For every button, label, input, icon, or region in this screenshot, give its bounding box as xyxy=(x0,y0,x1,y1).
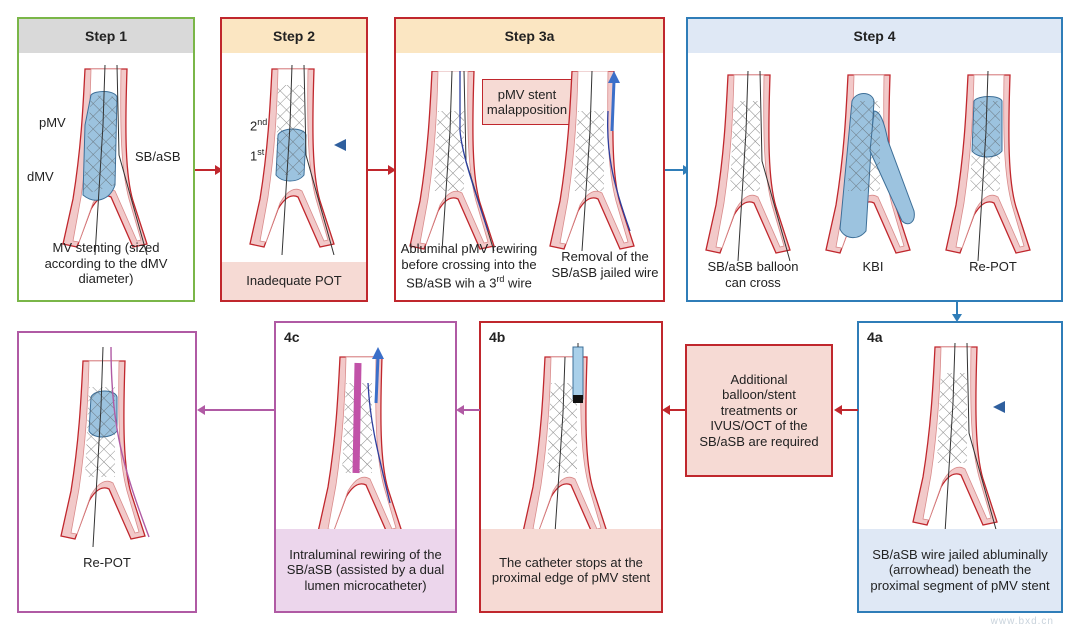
label-sb: SB/aSB xyxy=(135,149,181,164)
arrow-4b-to-4c xyxy=(456,405,480,415)
step4-caption-cross: SB/aSB balloon can cross xyxy=(707,259,799,290)
step2-panel: Step 2 2nd 1st Inadequate POT xyxy=(220,17,368,302)
up-arrow-icon xyxy=(372,347,384,359)
step4a-panel: 4a SB/aSB wire jailed abluminally (arrow… xyxy=(857,321,1063,613)
step3a-caption-right: Removal of the SB/aSB jailed wire xyxy=(551,249,659,280)
step3a-illustration-right xyxy=(549,71,635,251)
step4-caption-kbi: KBI xyxy=(862,259,884,274)
microcatheter-icon xyxy=(352,362,362,474)
arrow-step4-to-4a xyxy=(952,300,962,322)
step4a-caption: SB/aSB wire jailed abluminally (arrowhea… xyxy=(859,529,1061,611)
step4a-caption-text: SB/aSB wire jailed abluminally (arrowhea… xyxy=(870,546,1050,593)
step4-title: Step 4 xyxy=(853,28,896,44)
final-illustration xyxy=(60,347,150,547)
step1-panel: Step 1 pMV dMV SB/aSB MV stenting (sized… xyxy=(17,17,195,302)
step3a-header: Step 3a xyxy=(396,19,663,53)
label-1st-sup: st xyxy=(257,147,265,157)
arrowhead-icon xyxy=(334,139,346,151)
arrow-step1-to-step2 xyxy=(195,165,223,175)
step4a-illustration xyxy=(912,343,1005,533)
label-pmv: pMV xyxy=(39,115,66,130)
step2-illustration xyxy=(249,65,346,255)
step1-caption: MV stenting (sized according to the dMV … xyxy=(44,240,168,286)
arrowhead-icon xyxy=(993,401,1005,413)
step4-caption-repot: Re-POT xyxy=(969,259,1017,274)
additional-treatment-box: Additional balloon/stent treatments or I… xyxy=(685,344,833,477)
step3a-caption-left: Abluminal pMV rewiring before crossing i… xyxy=(396,241,542,291)
step4b-panel: 4b The catheter stops at the proximal ed… xyxy=(479,321,663,613)
arrow-4a-to-additional xyxy=(834,405,858,415)
step4b-caption: The catheter stops at the proximal edge … xyxy=(481,529,661,611)
step4-illustration-kbi xyxy=(825,74,915,254)
final-panel: Re-POT xyxy=(17,331,197,613)
step4c-caption: Intraluminal rewiring of the SB/aSB (ass… xyxy=(276,529,455,611)
label-dmv: dMV xyxy=(27,169,54,184)
final-caption: Re-POT xyxy=(83,555,131,570)
step4-panel: Step 4 SB/aSB balloon can cross KBI Re-P… xyxy=(686,17,1063,302)
catheter-icon xyxy=(572,346,584,400)
step3a-panel: Step 3a pMV stent malapposition Ablumina… xyxy=(394,17,665,302)
step3a-illustration-left xyxy=(409,71,495,251)
step3a-caption-left-end: wire xyxy=(504,275,532,291)
step1-illustration xyxy=(62,65,148,255)
label-2nd: 2nd xyxy=(250,117,267,133)
arrow-4c-to-final xyxy=(197,405,275,415)
arrow-additional-to-4b xyxy=(662,405,686,415)
step4c-illustration xyxy=(317,347,403,533)
step2-caption-text: Inadequate POT xyxy=(246,273,342,289)
step4b-title: 4b xyxy=(489,329,506,345)
step4b-illustration xyxy=(522,343,608,533)
label-2nd-num: 2 xyxy=(250,118,258,134)
step4c-caption-text: Intraluminal rewiring of the SB/aSB (ass… xyxy=(286,546,445,593)
step4c-panel: 4c Intraluminal rewiring of the SB/aSB (… xyxy=(274,321,457,613)
step3a-caption-left-text: Abluminal pMV rewiring before crossing i… xyxy=(400,241,538,291)
up-arrow-icon xyxy=(608,71,620,83)
step3a-title: Step 3a xyxy=(504,28,555,44)
step1-title: Step 1 xyxy=(84,28,127,44)
step4-header: Step 4 xyxy=(688,19,1061,53)
step1-header: Step 1 xyxy=(19,19,193,53)
label-2nd-sup: nd xyxy=(257,117,268,127)
step4a-title: 4a xyxy=(867,329,883,345)
step4c-title: 4c xyxy=(284,329,300,345)
step4-illustration-repot xyxy=(945,71,1031,261)
step4-illustration-cross xyxy=(705,71,791,261)
label-1st-num: 1 xyxy=(250,148,258,164)
step2-header: Step 2 xyxy=(222,19,366,53)
step4b-caption-text: The catheter stops at the proximal edge … xyxy=(491,554,651,586)
step2-title: Step 2 xyxy=(272,28,315,44)
step3a-caption-left-sup: rd xyxy=(496,274,505,284)
label-1st: 1st xyxy=(250,147,264,163)
watermark: www.bxd.cn xyxy=(990,616,1054,627)
step2-caption: Inadequate POT xyxy=(222,262,366,300)
arrow-step2-to-step3a xyxy=(368,165,396,175)
